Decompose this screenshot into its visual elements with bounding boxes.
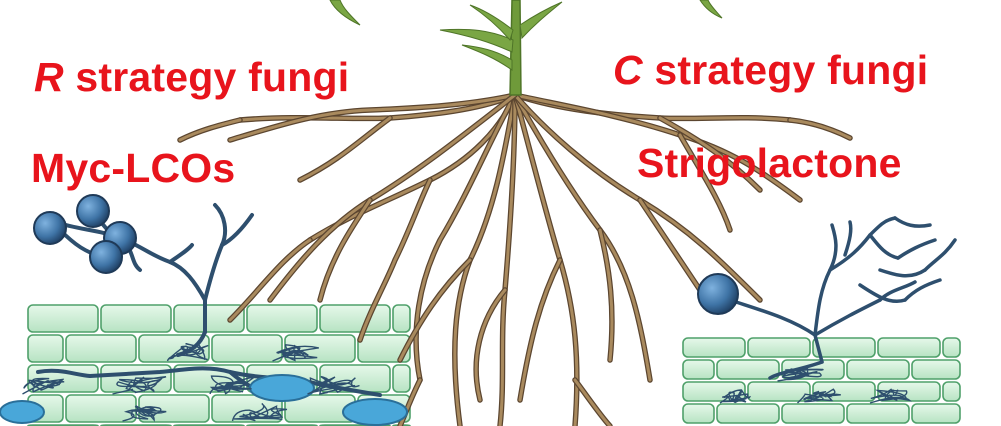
arbuscule: [231, 402, 288, 422]
cortex-cell: [27, 304, 99, 333]
cortex-cell: [65, 394, 137, 423]
cortex-cell: [138, 394, 210, 423]
root-branch: [474, 288, 507, 402]
arbuscule: [797, 388, 841, 404]
cortex-cell: [911, 359, 961, 380]
cortex-cell: [392, 304, 411, 333]
root-branch: [228, 93, 517, 142]
root-branch: [788, 118, 852, 140]
root-branch: [638, 198, 702, 292]
fungal-spore: [89, 240, 123, 274]
plant-shoot: [329, 0, 723, 96]
fungal-vesicle: [249, 374, 315, 402]
c-strategy-text: strategy fungi: [642, 47, 929, 93]
root-branch: [658, 116, 762, 192]
arbuscule: [166, 343, 209, 362]
cortex-cell: [392, 364, 411, 393]
arbuscule: [869, 388, 913, 404]
cortex-cell: [716, 403, 780, 424]
plant-leaf: [469, 4, 514, 42]
c-strategy-letter: C: [613, 47, 643, 93]
cortex-cell: [173, 304, 245, 333]
cortex-cell: [246, 304, 318, 333]
root-branch: [298, 116, 392, 182]
root-branch: [178, 118, 242, 142]
fungal-spore: [76, 194, 110, 228]
root-branch: [573, 378, 612, 426]
root-branch: [318, 198, 372, 302]
cortex-cell: [812, 337, 876, 358]
cortex-cell: [682, 337, 746, 358]
cortex-cell: [100, 304, 172, 333]
right-root-cortex-cells: [682, 337, 961, 424]
plant-leaf: [329, 0, 361, 26]
arbuscule: [307, 375, 360, 395]
strigolactone-label: Strigolactone: [637, 140, 902, 186]
root-branch: [518, 258, 562, 402]
root-branch: [398, 378, 422, 426]
cortex-cell: [27, 334, 64, 363]
arbuscule: [209, 375, 256, 395]
cortex-cell: [319, 304, 391, 333]
cortex-cell: [942, 337, 961, 358]
r-strategy-fungus: [0, 194, 408, 426]
r-strategy-text: strategy fungi: [63, 54, 350, 100]
cortex-cell: [877, 337, 941, 358]
plant-leaf: [439, 28, 514, 53]
plant-leaf: [461, 44, 513, 71]
fungal-spore: [33, 211, 67, 245]
r-strategy-letter: R: [34, 54, 64, 100]
left-arbuscules: [22, 343, 360, 423]
cortex-cell: [682, 403, 715, 424]
cortex-cell: [942, 381, 961, 402]
fungal-vesicle: [342, 398, 408, 426]
root-outline: [517, 257, 563, 403]
r-strategy-fungi-label: R strategy fungi: [34, 57, 349, 98]
c-strategy-fungi-label: C strategy fungi: [613, 50, 928, 91]
cortex-cell: [357, 334, 411, 363]
root-branch: [678, 133, 732, 232]
root-branch: [398, 258, 472, 362]
cortex-cell: [211, 334, 283, 363]
cortex-cell: [716, 359, 780, 380]
plant-leaf: [699, 0, 723, 19]
cortex-cell: [747, 337, 811, 358]
cortex-cell: [747, 381, 811, 402]
arbuscule: [719, 389, 751, 404]
c-strategy-fungus: [697, 216, 957, 404]
root-system: [177, 92, 853, 426]
arbuscule: [22, 377, 65, 395]
myc-lcos-label: Myc-LCOs: [31, 145, 236, 191]
cortex-cell: [781, 403, 845, 424]
root-branch: [358, 178, 432, 342]
cortex-cell: [846, 403, 910, 424]
arbuscule: [122, 404, 167, 423]
fungal-vesicle: [0, 400, 45, 424]
fungal-spore: [697, 273, 739, 315]
cortex-cell: [65, 334, 137, 363]
root-branch: [513, 93, 762, 302]
root-branch: [598, 228, 614, 362]
root-branch: [228, 238, 312, 322]
right-arbuscules: [719, 366, 913, 404]
arbuscule: [272, 344, 319, 362]
plant-leaf: [519, 1, 563, 40]
cortex-cell: [911, 403, 961, 424]
cortex-cell: [682, 359, 715, 380]
arbuscule: [777, 366, 824, 382]
arbuscule: [112, 376, 167, 395]
cortex-cell: [846, 359, 910, 380]
